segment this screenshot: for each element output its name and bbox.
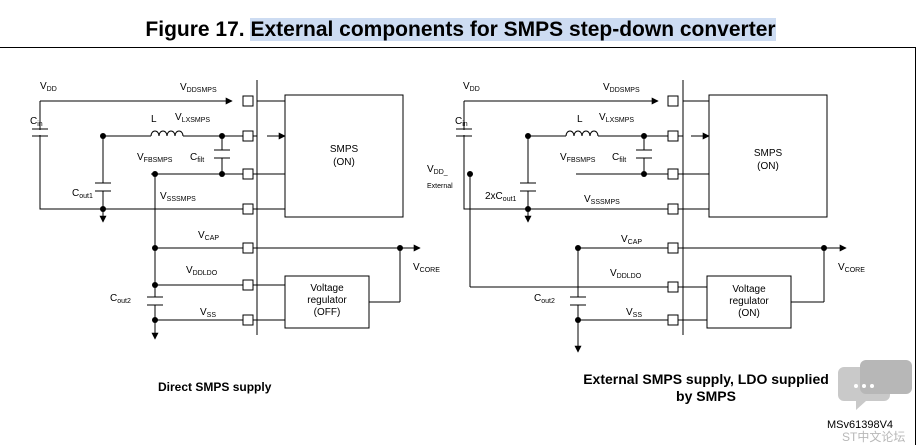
left-vss-label: VSS — [200, 307, 216, 319]
right-vcore-label: VCORE — [838, 262, 865, 274]
right-vddext-label: VDD_ — [427, 164, 448, 176]
right-cin-label: Cin — [455, 116, 468, 128]
figure-title: Figure 17. External components for SMPS … — [0, 18, 921, 42]
right-cfilt-label: Cfilt — [612, 152, 626, 164]
right-smps-block — [708, 94, 828, 218]
right-cout2-capacitor — [570, 296, 586, 306]
right-wires — [463, 97, 847, 353]
left-cout2-label: Cout2 — [110, 293, 131, 305]
left-vdd-label: VDD — [40, 81, 57, 93]
right-vss-label: VSS — [626, 307, 642, 319]
right-circuit: VDD Cin VDDSMPS L VLXSMPS VFBSMPS Cfilt … — [427, 80, 865, 404]
right-inductor-label: L — [577, 114, 583, 125]
left-vfbsmps-label: VFBSMPS — [137, 152, 173, 164]
left-vddldo-label: VDDLDO — [186, 265, 218, 277]
right-vddsmps-label: VDDSMPS — [603, 82, 640, 94]
left-cin-label: Cin — [30, 116, 43, 128]
left-smps-block — [284, 94, 404, 218]
left-cfilt-label: Cfilt — [190, 152, 204, 164]
left-cout2-capacitor — [147, 296, 163, 306]
right-inductor — [565, 130, 599, 137]
left-cout1-label: Cout1 — [72, 188, 93, 200]
right-cout2-label: Cout2 — [534, 293, 555, 305]
right-cfilt-capacitor — [636, 149, 652, 159]
left-vlxsmps-label: VLXSMPS — [175, 112, 210, 124]
left-caption: Direct SMPS supply — [158, 380, 272, 394]
right-vlxsmps-label: VLXSMPS — [599, 112, 634, 124]
left-wires — [39, 97, 421, 340]
left-pins — [242, 95, 254, 326]
left-junctions — [100, 133, 403, 323]
right-external-label: External — [427, 183, 453, 190]
right-junctions — [467, 133, 827, 323]
left-inductor-label: L — [151, 114, 157, 125]
right-cout1-capacitor — [520, 182, 536, 192]
right-cout1-label: 2xCout1 — [485, 191, 517, 203]
figure-reference-id: MSv61398V4 — [827, 419, 893, 431]
left-cout1-capacitor — [95, 182, 111, 192]
left-vddsmps-label: VDDSMPS — [180, 82, 217, 94]
left-circuit: VDD Cin VDDSMPS L VLXSMPS VFBSMPS Cfilt … — [30, 80, 440, 394]
left-vcap-label: VCAP — [198, 230, 219, 242]
left-inductor — [150, 130, 184, 137]
right-pins — [667, 95, 679, 326]
chat-bubble-icon — [838, 360, 912, 410]
left-cin-capacitor — [32, 128, 48, 137]
watermark-text: ST中文论坛 — [842, 429, 905, 444]
left-vcore-label: VCORE — [413, 262, 440, 274]
figure-frame — [0, 47, 916, 445]
right-vdd-label: VDD — [463, 81, 480, 93]
figure-number: Figure 17. — [145, 18, 245, 41]
right-vsssmps-label: VSSSMPS — [584, 194, 620, 206]
right-vddldo-label: VDDLDO — [610, 268, 642, 280]
right-vfbsmps-label: VFBSMPS — [560, 152, 596, 164]
left-vsssmps-label: VSSSMPS — [160, 191, 196, 203]
right-cin-capacitor — [456, 128, 472, 137]
left-cfilt-capacitor — [214, 149, 230, 159]
figure-title-highlight: External components for SMPS step-down c… — [250, 18, 776, 41]
right-smps-label: SMPS(ON) — [754, 148, 783, 172]
right-vcap-label: VCAP — [621, 234, 642, 246]
left-smps-label: SMPS(ON) — [330, 144, 359, 168]
